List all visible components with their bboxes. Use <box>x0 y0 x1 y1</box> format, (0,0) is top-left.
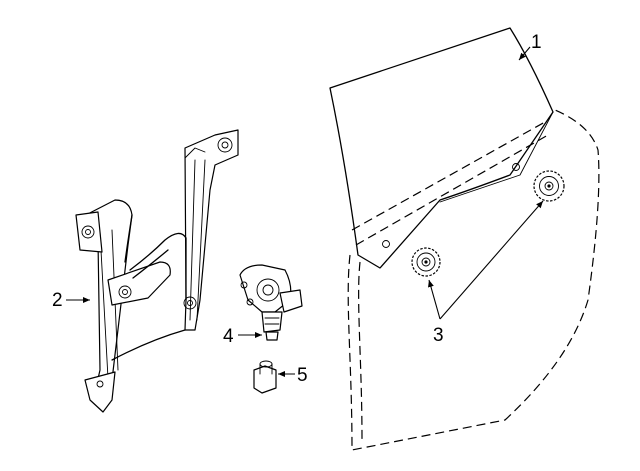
roller-upper <box>533 170 565 202</box>
motor-bushing <box>253 360 277 394</box>
roller-lower <box>411 247 441 277</box>
callout-5-group: 5 <box>278 365 308 386</box>
glass-guide-rollers <box>411 170 565 277</box>
window-regulator <box>75 129 239 413</box>
callout-3-group: 3 <box>428 200 544 346</box>
callout-1: 1 <box>531 32 542 53</box>
callout-4: 4 <box>223 326 234 347</box>
callout-2: 2 <box>52 290 63 311</box>
callout-3: 3 <box>433 325 444 346</box>
callout-1-group: 1 <box>518 32 542 61</box>
regulator-motor <box>239 264 303 341</box>
callout-4-group: 4 <box>223 326 262 347</box>
callout-2-group: 2 <box>52 290 90 311</box>
callout-5: 5 <box>297 365 308 386</box>
door-glass <box>329 27 600 451</box>
